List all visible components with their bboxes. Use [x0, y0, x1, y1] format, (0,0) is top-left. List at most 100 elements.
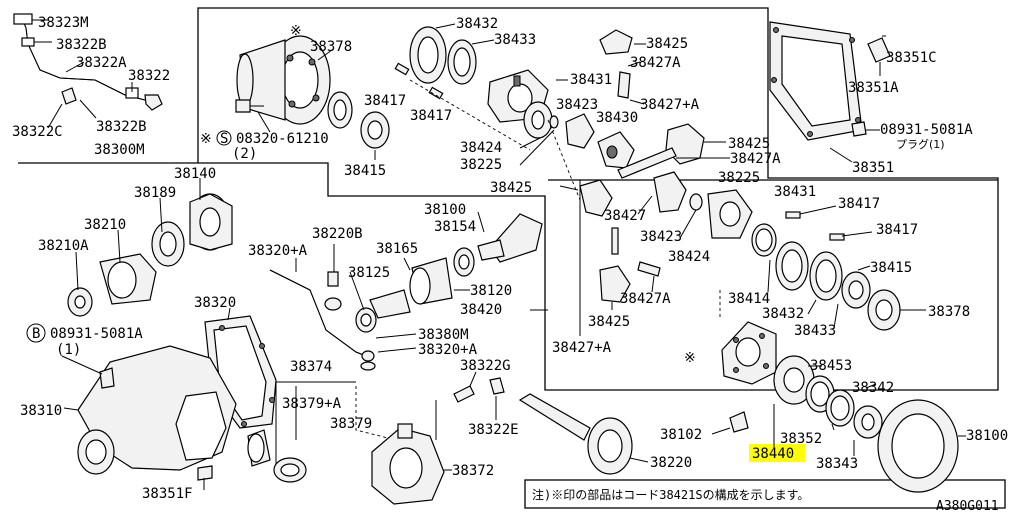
label-38423-b: 38423 [640, 229, 682, 245]
label-38225-a: 38225 [460, 157, 502, 173]
label-38414: 38414 [728, 291, 770, 307]
label-38351C: 38351C [886, 50, 937, 66]
leader-38424-a [519, 137, 541, 149]
label-38453: 38453 [810, 358, 852, 374]
label-38140: 38140 [174, 166, 216, 182]
label-38379: 38379 [330, 416, 372, 432]
label-38379A: 38379+A [282, 396, 342, 412]
label-38415-top: 38415 [344, 163, 386, 179]
differential-carrier-housing [61, 345, 271, 490]
rear-cover [769, 21, 891, 163]
companion-flange-parts [67, 178, 233, 317]
label-38431-top: 38431 [570, 72, 612, 88]
label-08931-top: 08931-5081A [880, 122, 973, 138]
differential-gears-centre [579, 171, 873, 336]
footnote: 注)※印の部品はコード38421Sの構成を示します。 [532, 487, 809, 502]
label-38432-top: 38432 [456, 16, 498, 32]
label-38427A-a: 38427A [630, 55, 681, 71]
label-38425-a: 38425 [646, 36, 688, 52]
label-38415-b: 38415 [870, 260, 912, 276]
side-bearing-housing-parts [235, 35, 390, 160]
label-38424-b: 38424 [668, 249, 710, 265]
note-box [524, 479, 1006, 509]
label-38220: 38220 [650, 455, 692, 471]
circle-s-letter: S [220, 131, 228, 147]
label-38427A-plus: 38427+A [640, 97, 700, 113]
label-38342: 38342 [852, 380, 894, 396]
label-08931-bottom: 08931-5081A [50, 326, 143, 342]
label-38322C: 38322C [12, 124, 63, 140]
asterisk-marker-d: ※ [684, 350, 696, 366]
seal-rings-top [394, 23, 531, 151]
label-38431-b: 38431 [774, 184, 816, 200]
figure-id: A380G011 [936, 499, 999, 512]
label-38378-top: 38378 [310, 39, 352, 55]
leader-38225-a [519, 129, 555, 166]
label-38210: 38210 [84, 217, 126, 233]
label-38320A-a: 38320+A [248, 243, 308, 259]
label-38322: 38322 [128, 68, 170, 84]
label-38417-b: 38417 [410, 108, 452, 124]
label-38120: 38120 [470, 283, 512, 299]
asterisk-marker-s: ※ [200, 131, 212, 147]
differential-case [721, 321, 777, 385]
circle-b-badge [26, 323, 46, 343]
label-38100-bottom: 38100 [966, 428, 1008, 444]
drive-pinion-parts [324, 211, 543, 333]
label-38125: 38125 [348, 265, 390, 281]
label-38322B-top: 38322B [56, 37, 107, 53]
circle-b-letter: B [32, 326, 40, 342]
label-08931-bottom-qty: (1) [56, 342, 81, 358]
label-38374: 38374 [290, 359, 332, 375]
label-38210A: 38210A [38, 238, 89, 254]
main-group-box [18, 7, 999, 391]
label-38423-a: 38423 [556, 97, 598, 113]
ring-gear-bolt [711, 411, 749, 435]
side-bearings-right [719, 223, 926, 331]
label-38102: 38102 [660, 427, 702, 443]
asterisk-marker: ※ [290, 23, 302, 39]
label-38427A-c: 38427A [620, 291, 671, 307]
circle-s-badge [216, 130, 232, 146]
label-38424-a: 38424 [460, 140, 502, 156]
leader-38374-group [275, 381, 356, 470]
label-38165: 38165 [376, 241, 418, 257]
label-08931-top-note: プラグ(1) [896, 137, 945, 151]
label-38427A-b: 38427A [730, 151, 781, 167]
label-38433-top: 38433 [494, 32, 536, 48]
breather-tube-middle [269, 258, 417, 371]
label-38378-b: 38378 [928, 304, 970, 320]
label-38220B: 38220B [312, 226, 363, 242]
label-38351A: 38351A [848, 80, 899, 96]
label-38352: 38352 [780, 431, 822, 447]
label-38427: 38427 [604, 208, 646, 224]
label-38420: 38420 [460, 302, 502, 318]
label-38430: 38430 [596, 110, 638, 126]
label-38372: 38372 [452, 463, 494, 479]
label-38417-c: 38417 [838, 196, 880, 212]
pinion-gears-top [559, 123, 730, 217]
label-38425-d: 38425 [588, 314, 630, 330]
label-38440: 38440 [752, 446, 794, 462]
extension-housing [371, 400, 452, 505]
label-38154: 38154 [434, 219, 476, 235]
output-shaft [518, 393, 649, 475]
label-38322B-bottom: 38322B [96, 119, 147, 135]
label-38351: 38351 [852, 160, 894, 176]
label-38343: 38343 [816, 456, 858, 472]
label-38322G: 38322G [460, 358, 511, 374]
label-38310: 38310 [20, 403, 62, 419]
label-38380M: 38380M [418, 327, 469, 343]
ring-gear-shims [773, 355, 966, 493]
label-38425-b: 38425 [728, 136, 770, 152]
label-38322E: 38322E [468, 422, 519, 438]
label-38427A-d: 38427+A [552, 340, 612, 356]
label-08320-61210: 08320-61210 [236, 131, 329, 147]
label-38300M: 38300M [94, 142, 145, 158]
oil-seal-parts [273, 386, 397, 483]
label-38320: 38320 [194, 295, 236, 311]
label-38323M: 38323M [38, 15, 89, 31]
label-38225-b: 38225 [718, 170, 760, 186]
label-38417-a: 38417 [364, 93, 406, 109]
